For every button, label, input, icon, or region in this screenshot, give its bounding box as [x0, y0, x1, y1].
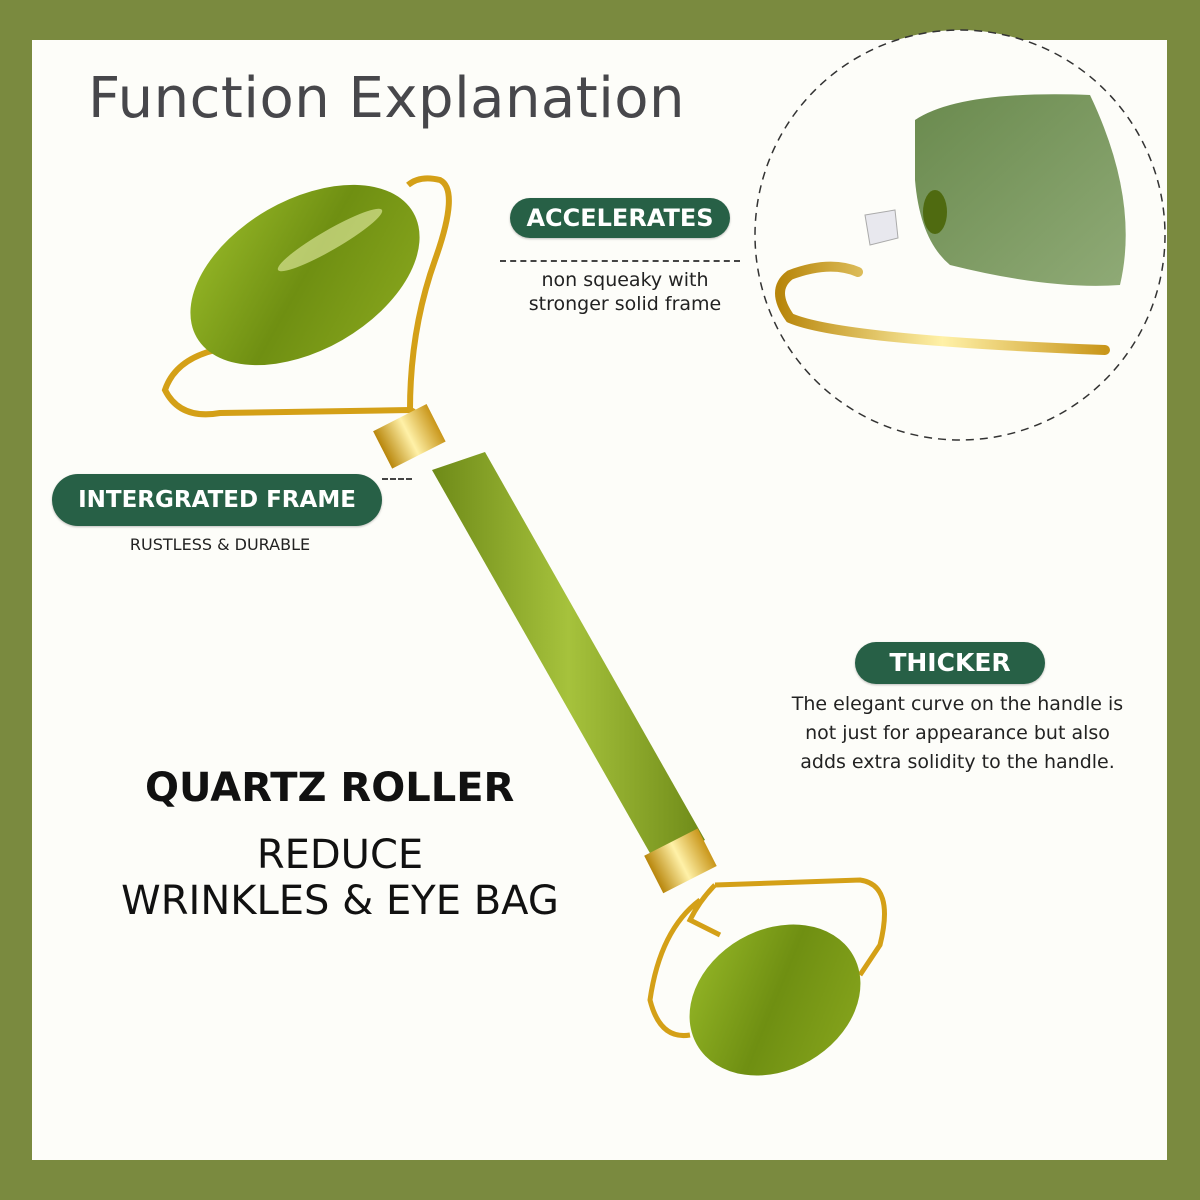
- callout-accelerates-line: [500, 260, 740, 262]
- callout-thicker-pill: THICKER: [855, 642, 1045, 684]
- callout-accelerates-pill: ACCELERATES: [510, 198, 730, 238]
- product-name: QUARTZ ROLLER: [145, 765, 515, 811]
- callout-thicker-desc: The elegant curve on the handle is not j…: [791, 693, 1124, 773]
- callout-accelerates-desc: non squeaky with stronger solid frame: [528, 269, 722, 315]
- callout-frame-line: [382, 478, 412, 480]
- page-title: Function Explanation: [88, 66, 686, 131]
- callout-frame-pill: INTERGRATED FRAME: [52, 474, 382, 526]
- product-benefit: REDUCE WRINKLES & EYE BAG: [121, 832, 559, 924]
- callout-frame-desc: RUSTLESS & DURABLE: [129, 535, 311, 554]
